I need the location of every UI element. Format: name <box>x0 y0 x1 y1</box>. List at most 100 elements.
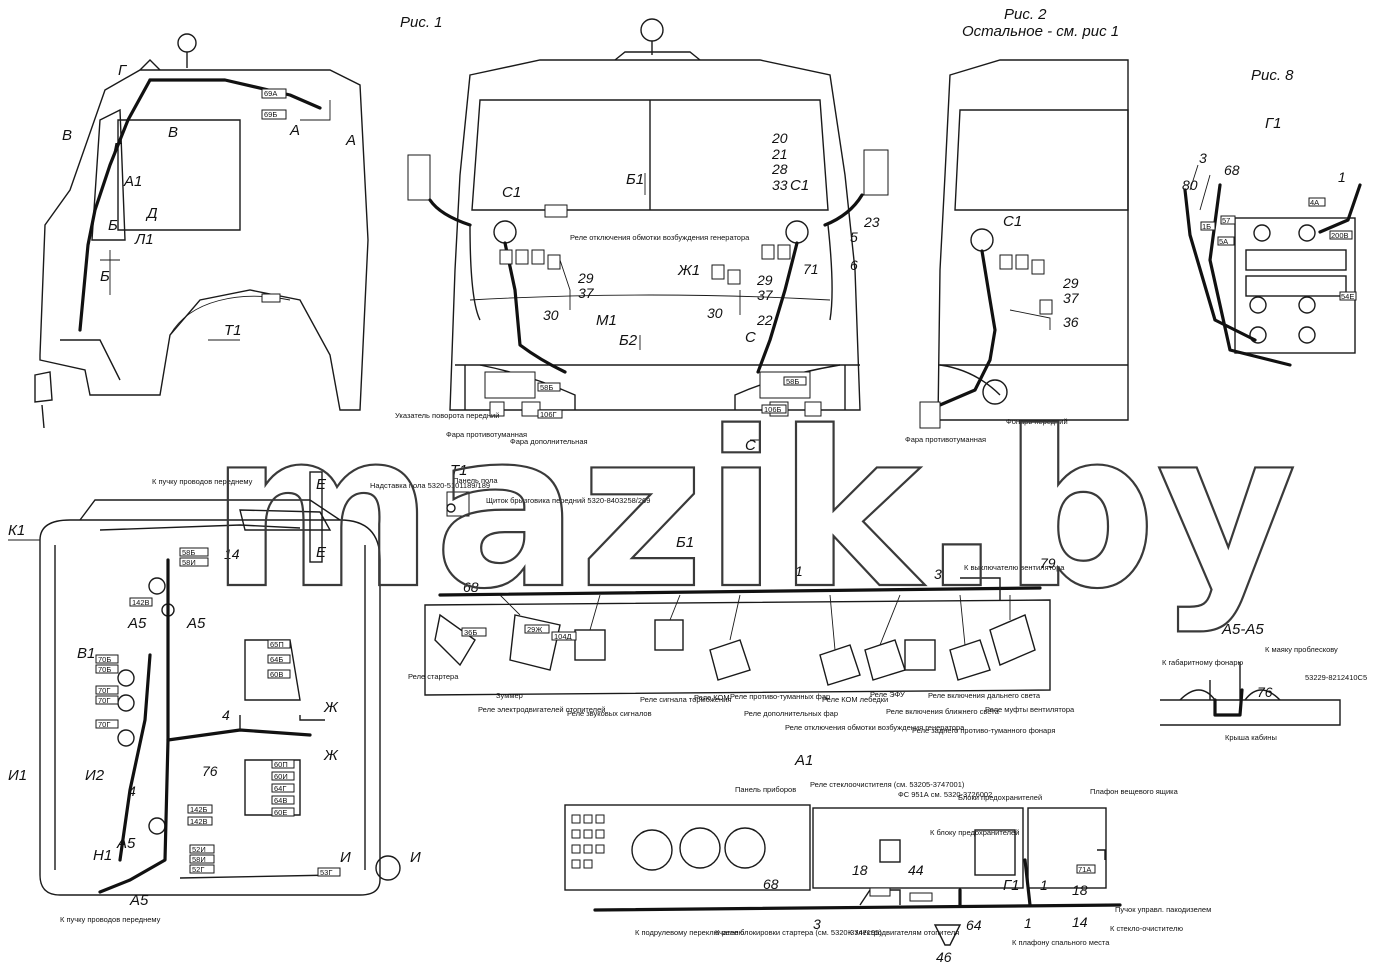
section-label: Б1 <box>676 534 694 551</box>
section-label: Е <box>316 476 327 493</box>
caption-to-marker: К габаритному фонарю <box>1162 658 1243 667</box>
caption-glovebox: Плафон вещевого ящика <box>1090 787 1179 796</box>
tag: 70Г <box>98 686 110 695</box>
tag: 57 <box>1222 216 1230 225</box>
callout-number: 80 <box>1182 177 1198 193</box>
section-label: С1 <box>502 184 521 201</box>
caption-to-fan-switch: К выключателю вентилятора <box>964 563 1065 572</box>
section-label: Б1 <box>626 171 644 188</box>
caption-relay-brake: Реле сигнала торможения <box>640 695 731 704</box>
relay-cluster-left <box>499 249 561 270</box>
section-label: А5 <box>127 615 147 632</box>
callout-number: 28 <box>771 161 788 177</box>
caption-to-wiper: К стекло-очистителю <box>1110 924 1183 933</box>
caption-relay-low: Реле включения ближнего света <box>886 707 1000 716</box>
callout-number: 68 <box>1224 162 1240 178</box>
section-label: А5 <box>186 615 206 632</box>
callout-number: 29 <box>1062 275 1079 291</box>
callout-number: 76 <box>202 763 218 779</box>
tag: 70Б <box>98 665 111 674</box>
section-label: К1 <box>8 522 25 539</box>
tag: 106Б <box>764 405 782 414</box>
caption-fuse-blocks: Блоки предохранителей <box>958 793 1042 802</box>
caption-relay-high: Реле включения дальнего света <box>928 691 1041 700</box>
tag: 60В <box>270 670 283 679</box>
tag: 58И <box>192 855 206 864</box>
section-label: А5-А5 <box>1221 621 1264 638</box>
caption-mudguard: Щиток брызговика передний 5320-8403258/2… <box>486 496 650 505</box>
callout-number: 76 <box>1257 684 1273 700</box>
tag-group-interior: 58Б 58И 142В 70Б 70Б 70Г 70Г 70Г 65П 64Б… <box>95 547 341 877</box>
tag: 64Г <box>274 784 286 793</box>
section-label: Б2 <box>619 332 638 349</box>
section-label: В <box>168 124 178 141</box>
callout-number: 29 <box>577 270 594 286</box>
caption-relay-horn: Реле звуковых сигналов <box>567 709 652 718</box>
tag: 54Е <box>1341 292 1354 301</box>
section-label: И <box>410 849 421 866</box>
callout-number: 4 <box>128 783 136 799</box>
dashboard-panel-a1: А1 71А 18 44 68 <box>564 752 1211 965</box>
relay-cluster-right <box>711 244 791 285</box>
callout-number: 3 <box>934 566 942 582</box>
callout-number: 5 <box>850 229 858 245</box>
callout-number: 14 <box>224 546 240 562</box>
section-label: С <box>745 329 756 346</box>
tag: 70Б <box>98 655 111 664</box>
tag: 60П <box>274 760 288 769</box>
caption-to-steering-switch: К подрулевому переключателю <box>635 928 745 937</box>
caption-to-sleeper-lamp: К плафону спального места <box>1012 938 1110 947</box>
tag: 64В <box>274 796 287 805</box>
callout-number: 22 <box>756 312 773 328</box>
tag: 53Г <box>320 868 332 877</box>
caption-relay-gen: Реле отключения обмотки возбуждения гене… <box>570 233 750 242</box>
caption-front-light: Фонарь передний <box>1006 417 1068 426</box>
caption-relay-gen2: Реле отключения обмотки возбуждения гене… <box>785 723 965 732</box>
caption-relay-kom-winch: Реле КОМ лебедки <box>822 695 888 704</box>
callout-number: 30 <box>543 307 559 323</box>
callout-number: 20 <box>771 130 788 146</box>
caption-to-heater-motors: К электродвигателям отопителя <box>848 928 959 937</box>
caption-to-beacon: К маяку проблескову <box>1265 645 1338 654</box>
caption-fc: ФС 951А см. 5320-3726002 <box>898 790 992 799</box>
callout-number: 14 <box>1072 914 1088 930</box>
cab-interior-view: К1 А5 А5 В1 И1 И2 А5 Н1 А5 И И Е Е Ж Ж Т… <box>8 462 650 924</box>
caption-relay-rear-fog: Реле заднего противо-туманного фонаря <box>912 726 1055 735</box>
tag: 58И <box>182 558 196 567</box>
section-label: М1 <box>596 312 617 329</box>
caption-to-starter-lock: К реле блокировки стартера (см. 5320-374… <box>715 928 882 937</box>
figure-title: Рис. 1 <box>400 14 443 31</box>
callout-number: 37 <box>757 287 774 303</box>
callout-number: 18 <box>1072 882 1088 898</box>
section-label: Н1 <box>93 847 112 864</box>
tag: 58Б <box>540 383 553 392</box>
tag: 36Б <box>464 628 477 637</box>
callout-number: 44 <box>908 862 924 878</box>
tag: 1Б <box>1202 222 1211 231</box>
section-label: Б <box>100 268 110 285</box>
section-label: Г <box>118 62 128 79</box>
callout-number: 23 <box>863 214 880 230</box>
relay-panel: Б1 36Б 29Ж 104Д 68 1 3 79 К вык <box>408 534 1075 735</box>
section-label: С1 <box>790 177 809 194</box>
relay-row <box>434 613 1036 686</box>
section-label: Ж1 <box>677 262 700 279</box>
tag: 142Б <box>190 805 208 814</box>
section-label: А1 <box>794 752 813 769</box>
caption-floor-pad: Надставка пола 5320-5101189/189 <box>370 481 490 490</box>
fuse-block-fig8: Рис. 8 Г1 3 68 80 1 57 1Б 5А 4А 200В 54Е <box>1182 67 1362 367</box>
section-label: А <box>345 132 356 149</box>
callout-number: 71 <box>803 261 819 277</box>
section-label: В1 <box>77 645 95 662</box>
section-label: Л1 <box>134 231 154 248</box>
section-label: А5 <box>129 892 149 909</box>
relay-cluster-fig2 <box>999 254 1053 315</box>
callout-number: 6 <box>850 257 858 273</box>
tag: 52Г <box>192 865 204 874</box>
cab-front-view: Рис. 1 <box>395 14 889 454</box>
tag: 69Б <box>264 110 277 119</box>
caption-control-harness: Пучок управл. пакодизелем <box>1115 905 1211 914</box>
caption-instrument-panel: Панель приборов <box>735 785 796 794</box>
callout-number: 79 <box>1040 555 1056 571</box>
